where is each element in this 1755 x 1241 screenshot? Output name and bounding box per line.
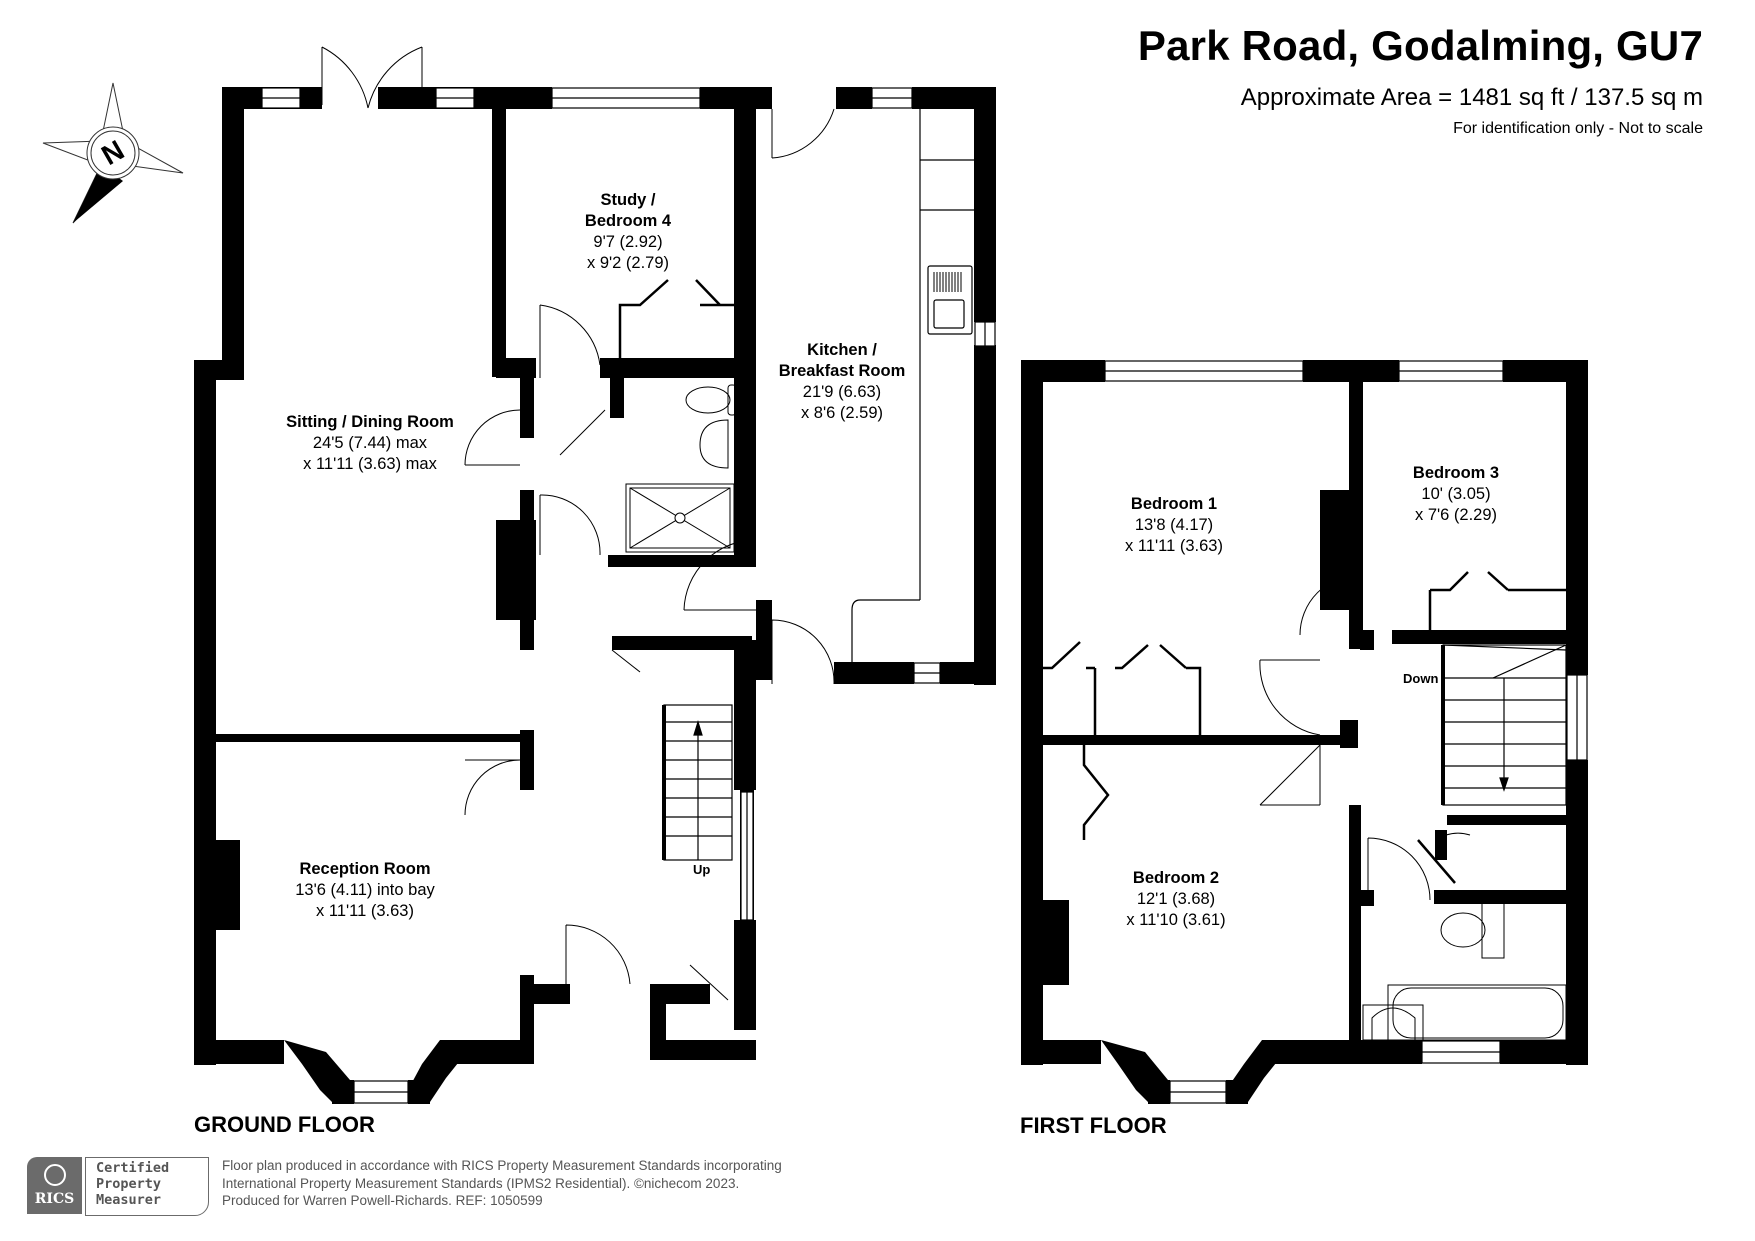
first-floor-doors [1259,574,1471,901]
study-wardrobe [618,279,734,358]
badge-line: Property [96,1176,162,1192]
room-dimension: x 11'11 (3.63) [316,902,414,920]
room-dimension: 13'6 (4.11) into bay [295,881,435,899]
room-name: Bedroom 3 [1412,464,1500,482]
rics-certified-badge: RICS Certified Property Measurer [27,1157,209,1216]
basin-icon [699,419,729,469]
north-arrow-icon: N [42,82,184,224]
approximate-area: Approximate Area = 1481 sq ft / 137.5 sq… [1240,84,1703,111]
room-name: Bedroom 2 [1132,869,1220,887]
room-name: Bedroom 1 [1130,495,1218,513]
room-dimension: 10' (3.05) [1421,485,1491,503]
first-floor-wardrobes [1043,571,1566,884]
bath-icon [1387,984,1567,1041]
room-dimension: 9'7 (2.92) [593,233,663,251]
sink-drainer-icon [933,272,962,292]
kitchen-fittings [851,109,974,662]
ground-floor-label: GROUND FLOOR [194,1112,375,1137]
ground-floor-doors [321,46,835,1001]
room-name: Sitting / Dining Room [286,413,454,431]
rics-logo-text: RICS [34,1191,75,1207]
room-bedroom-3: Bedroom 3 10' (3.05) x 7'6 (2.29) [1413,463,1499,526]
first-floor-label: FIRST FLOOR [1020,1113,1167,1138]
room-name: Study / [600,191,656,209]
shower-room-fittings [625,384,737,553]
room-name: Kitchen / [807,341,877,359]
ground-floor-windows [261,87,996,1104]
room-dimension: 12'1 (3.68) [1136,890,1216,908]
room-dimension: x 11'11 (3.63) [1125,537,1223,555]
property-title: Park Road, Godalming, GU7 [1137,22,1703,69]
room-dimension: x 7'6 (2.29) [1414,506,1498,524]
room-reception: Reception Room 13'6 (4.11) into bay x 11… [295,859,435,922]
footer-line: International Property Measurement Stand… [222,1175,740,1191]
rics-lion-icon [43,1164,66,1186]
bathroom-fittings [1362,901,1567,1041]
room-name: Reception Room [299,860,431,878]
room-dimension: 13'8 (4.17) [1134,516,1214,534]
toilet-icon [685,386,731,414]
shower-tray-icon [625,483,735,553]
room-dimension: 21'9 (6.63) [802,383,882,401]
badge-line: Measurer [96,1192,162,1208]
room-study-bedroom-4: Study / Bedroom 4 9'7 (2.92) x 9'2 (2.79… [585,190,671,274]
first-floor-windows [1104,360,1588,1104]
certified-measurer-box: Certified Property Measurer [85,1157,209,1216]
badge-line: Certified [96,1160,170,1176]
room-dimension: x 11'11 (3.63) max [303,455,437,473]
room-name-line2: Bedroom 4 [584,212,672,230]
room-kitchen-breakfast: Kitchen / Breakfast Room 21'9 (6.63) x 8… [779,340,906,424]
basin-icon [1371,1007,1416,1041]
ground-floor-stairs [662,704,733,861]
room-bedroom-1: Bedroom 1 13'8 (4.17) x 11'11 (3.63) [1125,494,1223,557]
stairs-up-label: Up [693,862,711,877]
room-dimension: x 8'6 (2.59) [800,404,884,422]
room-name-line2: Breakfast Room [778,362,906,380]
stairs-down-label: Down [1403,671,1439,686]
toilet-icon [1440,912,1486,948]
room-dimension: x 11'10 (3.61) [1126,911,1226,929]
footer: RICS Certified Property Measurer Floor p… [27,1157,782,1216]
footer-line: Produced for Warren Powell-Richards. REF… [222,1193,543,1208]
footer-line: Floor plan produced in accordance with R… [222,1158,782,1173]
room-dimension: x 9'2 (2.79) [586,254,670,272]
ground-floor-walls [194,87,996,1104]
room-sitting-dining: Sitting / Dining Room 24'5 (7.44) max x … [286,412,454,475]
footer-notes: Floor plan produced in accordance with R… [222,1157,782,1210]
disclaimer: For identification only - Not to scale [1453,120,1703,137]
first-floor-stairs [1441,644,1567,806]
first-floor-walls [1021,360,1588,1104]
room-bedroom-2: Bedroom 2 12'1 (3.68) x 11'10 (3.61) [1126,868,1225,931]
rics-logo: RICS [27,1157,82,1214]
room-dimension: 24'5 (7.44) max [312,434,428,452]
